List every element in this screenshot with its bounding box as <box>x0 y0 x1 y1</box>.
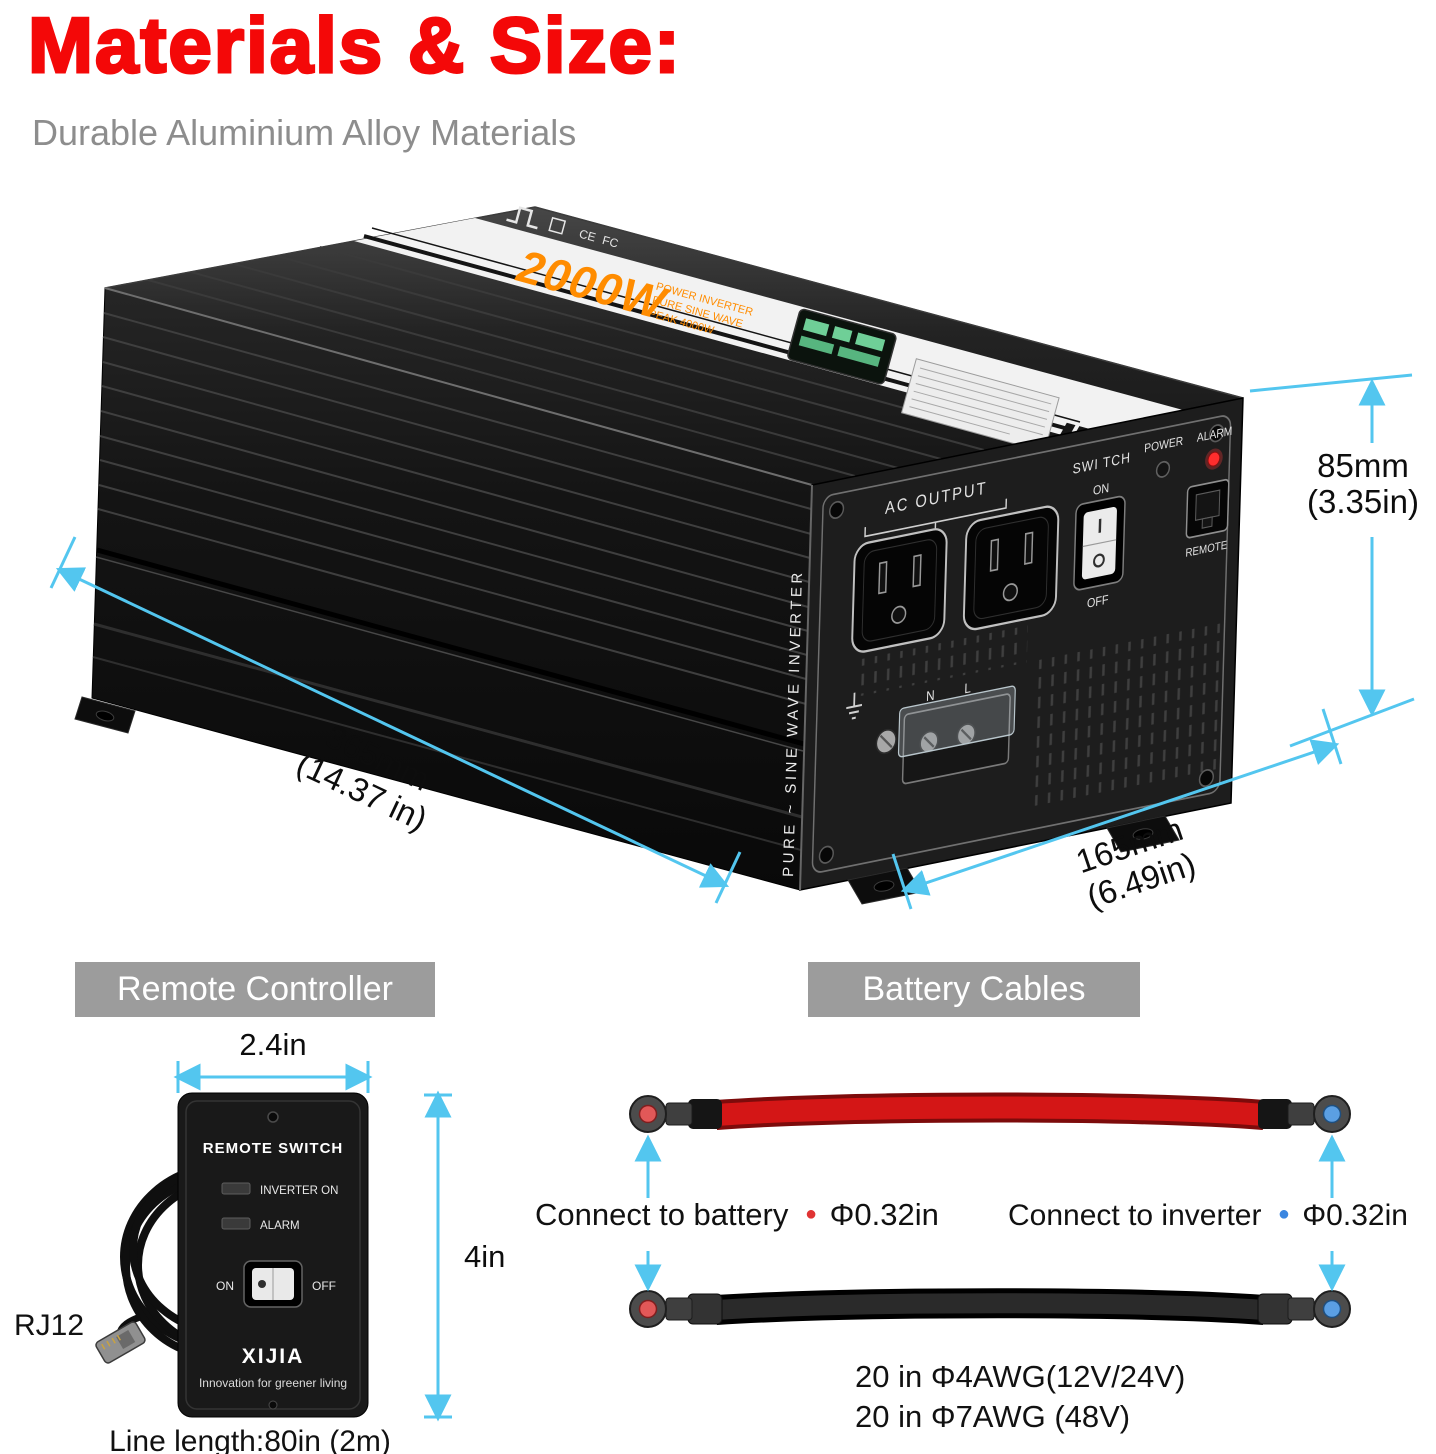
dimension-remote-width: 2.4in <box>173 1027 373 1093</box>
screw-hole-top <box>267 1111 279 1123</box>
inverter-on-label: INVERTER ON <box>260 1185 338 1197</box>
ac-outlet-1 <box>851 528 948 653</box>
rj12-plug-icon <box>95 1321 146 1364</box>
red-battery-cable <box>629 1092 1351 1133</box>
remote-controller-illustration: REMOTE SWITCH INVERTER ON ALARM ON OFF X… <box>14 1027 505 1454</box>
dim-height-mm: 85mm <box>1317 447 1409 484</box>
dimension-depth: 165mm (6.49in) <box>891 708 1343 916</box>
ground-symbol-icon <box>846 692 862 720</box>
lcd-display <box>787 308 897 385</box>
page-title: Materials & Size: <box>27 0 682 91</box>
inverter-on-led-icon <box>221 1182 251 1195</box>
switch-on-label: ON <box>1093 480 1110 498</box>
remote-height-label: 4in <box>464 1239 505 1274</box>
battery-diameter-text: Φ0.32in <box>830 1197 939 1232</box>
inverter-illustration: CE FC 2000W POWER INVERTER PURE SINE WAV… <box>49 206 1419 916</box>
alarm-label: ALARM <box>260 1220 300 1232</box>
cert-ce-mark: CE <box>578 227 598 245</box>
connect-to-inverter-text: Connect to inverter <box>1008 1199 1261 1232</box>
heat-shrink <box>688 1099 722 1129</box>
page-subtitle: Durable Aluminium Alloy Materials <box>32 112 577 153</box>
heat-shrink <box>1258 1099 1292 1129</box>
connect-to-inverter-label: Connect to inverter ● Φ0.32in <box>1008 1194 1408 1232</box>
top-face-fins <box>147 246 1028 477</box>
power-rocker-switch <box>1073 495 1126 591</box>
switch-off-label: OFF <box>1087 592 1109 611</box>
remote-off-label: OFF <box>312 1279 336 1293</box>
ac-outlet-2 <box>962 505 1060 631</box>
remote-on-label: ON <box>216 1279 234 1293</box>
wave-logo-icon <box>506 206 538 230</box>
remote-rocker-switch <box>243 1260 303 1308</box>
terminal-n-label: N <box>926 687 935 705</box>
dimension-height: 85mm (3.35in) <box>1249 373 1419 748</box>
alarm-led-icon <box>1207 451 1221 467</box>
connect-to-battery-text: Connect to battery <box>535 1197 789 1232</box>
battery-dot-icon: ● <box>805 1203 817 1225</box>
inverter-diameter-text: Φ0.32in <box>1302 1199 1408 1232</box>
cable-spec-1: 20 in Φ4AWG(12V/24V) <box>855 1359 1185 1394</box>
remote-port <box>1185 478 1230 539</box>
cert-fc-mark: FC <box>601 233 620 251</box>
screw-hole-bottom <box>268 1400 278 1410</box>
line-length-label: Line length:80in (2m) <box>109 1425 391 1454</box>
connect-to-battery-label: Connect to battery ● Φ0.32in <box>535 1192 939 1232</box>
remote-controller-header: Remote Controller <box>75 962 435 1017</box>
remote-device-title: REMOTE SWITCH <box>203 1140 344 1157</box>
remote-width-label: 2.4in <box>239 1027 306 1062</box>
dim-height-in: (3.35in) <box>1307 483 1419 520</box>
spec-label <box>900 358 1060 453</box>
vent-slots <box>854 625 1028 698</box>
dimension-remote-height: 4in <box>424 1090 505 1422</box>
remote-switch-device: REMOTE SWITCH INVERTER ON ALARM ON OFF X… <box>177 1092 369 1418</box>
remote-brand: XIJIA <box>242 1345 305 1368</box>
battery-cables-illustration: Connect to battery ● Φ0.32in Connect to … <box>535 1092 1408 1434</box>
remote-tagline: Innovation for greener living <box>199 1376 347 1390</box>
inverter-dot-icon: ● <box>1278 1203 1290 1225</box>
cert-box-icon <box>548 216 567 235</box>
heat-shrink <box>687 1293 723 1325</box>
black-battery-cable <box>629 1288 1351 1328</box>
cable-spec-2: 20 in Φ7AWG (48V) <box>855 1399 1130 1434</box>
heat-shrink <box>1257 1293 1293 1325</box>
terminal-l-label: L <box>964 679 971 696</box>
power-led-icon <box>1155 460 1171 478</box>
alarm-led-icon <box>221 1217 251 1230</box>
rj12-label: RJ12 <box>14 1309 84 1342</box>
battery-cables-header: Battery Cables <box>808 962 1140 1017</box>
